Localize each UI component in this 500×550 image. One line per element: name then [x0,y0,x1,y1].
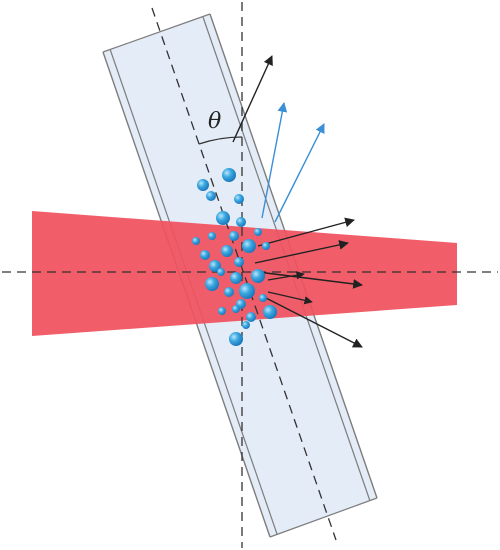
particle [208,232,216,240]
particle [242,321,250,329]
particle [246,312,256,322]
particle [217,268,225,276]
arrow-upper-right-black [257,217,355,247]
particle [242,239,256,253]
particle [229,332,243,346]
particle [251,269,265,283]
particle-cluster [192,168,277,346]
arrow-blue-left [261,102,288,219]
particle [221,245,233,257]
arrow-upper-black [232,55,273,143]
arrow-blue-right [274,123,325,223]
particle [259,294,267,302]
flow-tube-cap-top [102,13,211,53]
flow-tube-cap-bottom [269,497,378,538]
theta-label: θ [208,109,221,134]
particle [205,277,219,291]
particle [216,211,230,225]
scattered-light-arrows [232,55,363,348]
arrow-small-a [267,271,305,281]
particle [229,231,239,241]
arrow-mid-right-black [254,240,349,264]
particle [234,257,244,267]
particle [218,307,226,315]
particle [232,305,240,313]
theta-angle-arc [198,136,243,145]
arrow-small-b [267,291,313,305]
particle [222,168,236,182]
laser-beam [32,211,457,336]
particle [197,179,209,191]
particle [224,287,234,297]
particle [192,237,200,245]
tube-center-axis [151,7,337,541]
particle [200,250,210,260]
particle [206,191,216,201]
particle [263,305,277,319]
particle [262,242,270,250]
particle [209,260,221,272]
particle [234,194,244,204]
particle [230,272,242,284]
particle [254,228,262,236]
particle [236,217,246,227]
arrow-forward-black [257,271,363,289]
arrow-lower-black [263,296,363,348]
particle [239,283,255,299]
